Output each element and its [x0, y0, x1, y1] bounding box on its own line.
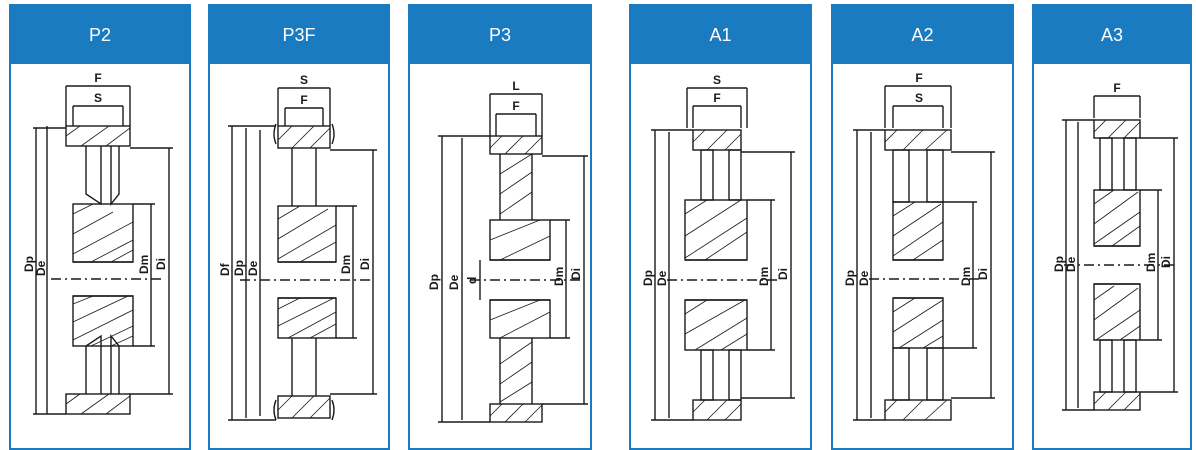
dim-label-left-1: Dp — [843, 270, 857, 286]
panel-title: A2 — [833, 6, 1012, 64]
dim-label-right-2: Di — [154, 258, 168, 270]
panel-title: P2 — [11, 6, 189, 64]
dim-label-left-2: De — [34, 260, 48, 276]
dim-label-left-2: De — [655, 270, 669, 286]
dim-label-top-2: F — [512, 99, 519, 113]
pulley-diagram-p3f: S F Df Dp De Dm Di — [218, 73, 377, 421]
pulley-diagram-a1: S F Dp De Dm Di — [641, 73, 795, 421]
dim-label-right-1: Dm — [137, 255, 151, 274]
dim-label-top-2: S — [94, 91, 102, 105]
dim-label-top-1: F — [94, 71, 101, 85]
dim-label-right-1: Dm — [1144, 253, 1158, 272]
panel-title: P3F — [210, 6, 388, 64]
dim-label-top-1: F — [915, 71, 922, 85]
dim-label-right-2: Di — [776, 268, 790, 280]
dim-label-right-2: Di — [569, 268, 583, 280]
dim-label-top-2: F — [713, 91, 720, 105]
panel-title: A1 — [631, 6, 810, 64]
panel-title: P3 — [410, 6, 590, 64]
dim-label-top-1: L — [512, 79, 519, 93]
dim-label-left-2: Dp — [232, 260, 246, 276]
dim-label-top-1: S — [713, 73, 721, 87]
pulley-diagram-p2: F S Dp De Dm Di — [22, 71, 173, 415]
dim-label-left-2: De — [447, 274, 461, 290]
dim-label-right-1: Dm — [959, 267, 973, 286]
dim-label-left-2: De — [1064, 256, 1078, 272]
dim-label-left-1: Df — [218, 262, 232, 276]
dim-label-top-1: S — [300, 73, 308, 87]
dim-label-left-1: Dp — [22, 256, 36, 272]
pulley-diagram-p3: L F Dp De d Dm Di — [427, 79, 588, 423]
panel-a1: A1 S F — [629, 4, 812, 450]
dim-label-left-2: De — [857, 270, 871, 286]
panel-p3f: P3F — [208, 4, 390, 450]
panel-title: A3 — [1034, 6, 1190, 64]
panel-a2: A2 F S — [831, 4, 1014, 450]
dim-label-top-1: F — [1113, 81, 1120, 95]
panel-a3: A3 F Dp De Dm — [1032, 4, 1192, 450]
dim-label-top-2: S — [915, 91, 923, 105]
pulley-diagram-a2: F S Dp De Dm Di — [843, 71, 995, 421]
dim-label-top-2: F — [300, 93, 307, 107]
dim-label-left-3: d — [465, 277, 479, 284]
dim-label-right-1: Dm — [757, 267, 771, 286]
dim-label-right-1: Dm — [552, 267, 566, 286]
dim-label-left-1: Dp — [427, 274, 441, 290]
panel-p3: P3 L — [408, 4, 592, 450]
dim-label-right-2: Di — [358, 258, 372, 270]
dim-label-right-1: Dm — [339, 255, 353, 274]
panel-p2: P2 — [9, 4, 191, 450]
dim-label-left-1: Dp — [1052, 256, 1066, 272]
pulley-diagram-a3: F Dp De Dm Di — [1052, 81, 1178, 411]
dim-label-left-1: Dp — [641, 270, 655, 286]
dim-label-left-3: De — [246, 260, 260, 276]
dim-label-right-2: Di — [1159, 256, 1173, 268]
dim-label-right-2: Di — [976, 268, 990, 280]
